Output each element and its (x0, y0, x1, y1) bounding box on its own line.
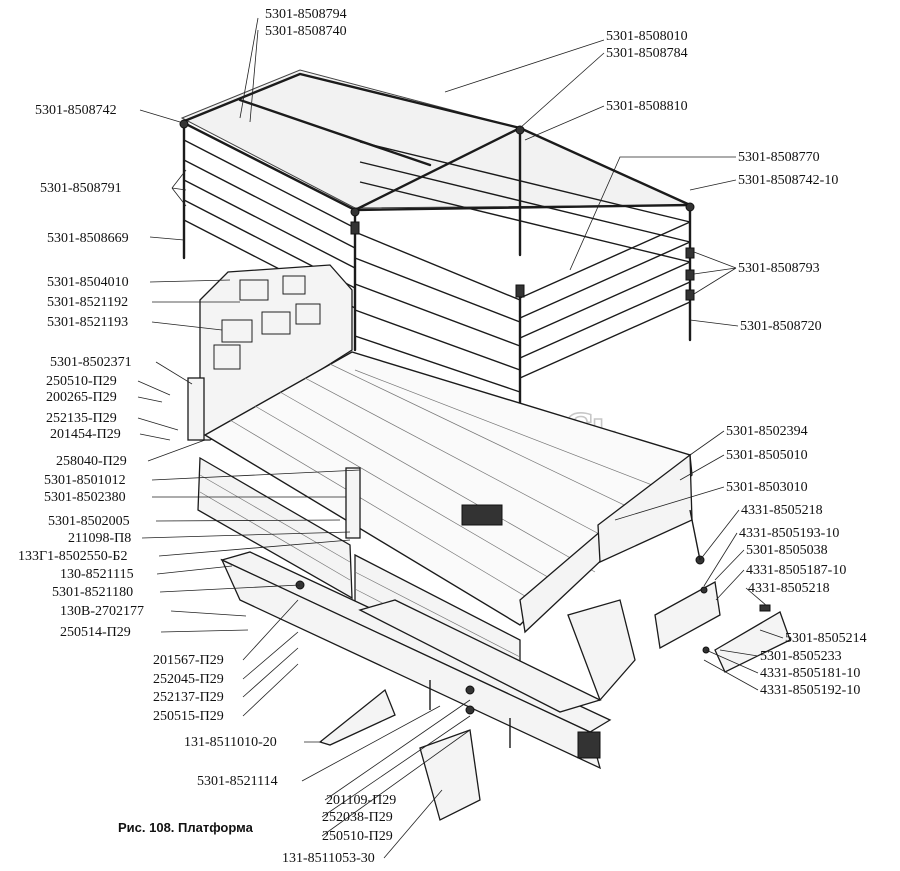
labels-left: 5301-8508794 5301-8508740 5301-8508742 5… (18, 7, 396, 866)
label-5301-8508720: 5301-8508720 (740, 319, 822, 334)
label-5301-8508791: 5301-8508791 (40, 181, 122, 196)
label-250514-P29: 250514-П29 (60, 625, 131, 640)
label-4331-8505187-10: 4331-8505187-10 (746, 563, 846, 578)
label-258040-P29: 258040-П29 (56, 454, 127, 469)
mudguards (318, 599, 636, 821)
label-201567-P29: 201567-П29 (153, 653, 224, 668)
label-133G1-8502550-B2: 133Г1-8502550-Б2 (18, 549, 127, 564)
label-131-8511053-30: 131-8511053-30 (282, 851, 375, 866)
label-130-8521115: 130-8521115 (60, 567, 134, 582)
label-5301-8502380: 5301-8502380 (44, 490, 126, 505)
label-5301-8505233: 5301-8505233 (760, 649, 842, 664)
label-4331-8505192-10: 4331-8505192-10 (760, 683, 860, 698)
label-131-8511010-20: 131-8511010-20 (184, 735, 277, 750)
label-211098-P8: 211098-П8 (68, 531, 131, 546)
labels-right: 5301-8508010 5301-8508784 5301-8508810 5… (606, 29, 867, 698)
label-5301-8508770: 5301-8508770 (738, 150, 820, 165)
label-5301-8508793: 5301-8508793 (738, 261, 820, 276)
label-5301-8501012: 5301-8501012 (44, 473, 126, 488)
label-252137-P29: 252137-П29 (153, 690, 224, 705)
label-4331-8505218-b: 4331-8505218 (748, 581, 830, 596)
label-5301-8521192: 5301-8521192 (47, 295, 128, 310)
label-252038-P29: 252038-П29 (322, 810, 393, 825)
label-5301-8508669: 5301-8508669 (47, 231, 129, 246)
label-250510-P29: 250510-П29 (46, 374, 117, 389)
label-5301-8504010: 5301-8504010 (47, 275, 129, 290)
label-5301-8502005: 5301-8502005 (48, 514, 130, 529)
label-5301-8508810: 5301-8508810 (606, 99, 688, 114)
label-5301-8521193: 5301-8521193 (47, 315, 128, 330)
label-5301-8508794: 5301-8508794 (265, 7, 347, 22)
subframe (220, 504, 612, 770)
label-5301-8521180: 5301-8521180 (52, 585, 133, 600)
label-4331-8505218: 4331-8505218 (741, 503, 823, 518)
label-5301-8508010: 5301-8508010 (606, 29, 688, 44)
figure-caption: Рис. 108. Платформа (118, 820, 254, 835)
label-5301-8505038: 5301-8505038 (746, 543, 828, 558)
tailgate-lock-parts (654, 509, 791, 673)
label-4331-8505193-10: 4331-8505193-10 (739, 526, 839, 541)
leader-lines (137, 17, 784, 859)
label-5301-8508784: 5301-8508784 (606, 46, 688, 61)
awning-frame (179, 69, 695, 442)
label-5301-8502394: 5301-8502394 (726, 424, 808, 439)
label-4331-8505181-10: 4331-8505181-10 (760, 666, 860, 681)
label-5301-8505214: 5301-8505214 (785, 631, 867, 646)
label-5301-8508742: 5301-8508742 (35, 103, 117, 118)
label-5301-8503010: 5301-8503010 (726, 480, 808, 495)
label-200265-P29: 200265-П29 (46, 390, 117, 405)
label-252045-P29: 252045-П29 (153, 672, 224, 687)
label-250515-P29: 250515-П29 (153, 709, 224, 724)
label-250510-P29-b: 250510-П29 (322, 829, 393, 844)
label-5301-8502371: 5301-8502371 (50, 355, 132, 370)
side-board-front (197, 456, 353, 600)
label-5301-8505010: 5301-8505010 (726, 448, 808, 463)
label-5301-8508740: 5301-8508740 (265, 24, 347, 39)
label-130V-2702177: 130В-2702177 (60, 604, 144, 619)
label-201109-P29: 201109-П29 (326, 793, 396, 808)
label-5301-8508742-10: 5301-8508742-10 (738, 173, 838, 188)
label-5301-8521114: 5301-8521114 (197, 774, 278, 789)
label-201454-P29: 201454-П29 (50, 427, 121, 442)
label-252135-P29: 252135-П29 (46, 411, 117, 426)
